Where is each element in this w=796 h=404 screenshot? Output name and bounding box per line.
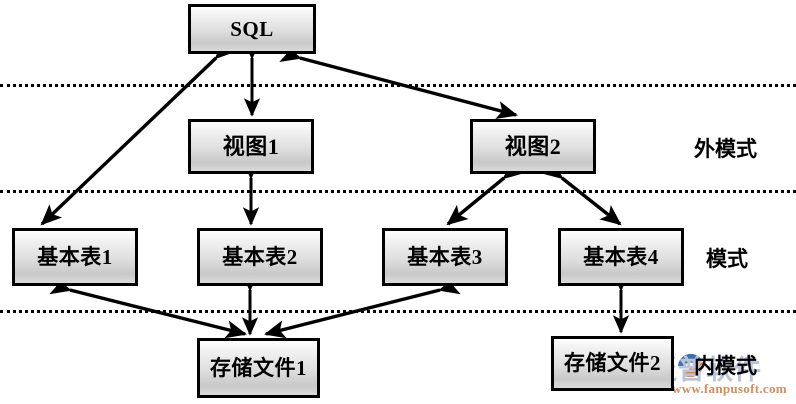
node-base-table4[interactable]: 基本表4 xyxy=(558,228,684,286)
node-storage-file2-label: 存储文件2 xyxy=(564,351,661,375)
watermark-url: www.fanpusoft.com xyxy=(672,381,787,396)
layer-label-external-schema: 外模式 xyxy=(694,137,757,161)
node-view2-label: 视图2 xyxy=(504,133,562,159)
node-base-table1-label: 基本表1 xyxy=(37,244,113,269)
node-base-table3-label: 基本表3 xyxy=(407,244,483,269)
node-base-table2[interactable]: 基本表2 xyxy=(197,228,323,286)
node-base-table4-label: 基本表4 xyxy=(583,244,659,269)
edge-view2-table4 xyxy=(541,158,622,226)
node-base-table3[interactable]: 基本表3 xyxy=(382,228,508,286)
node-base-table1[interactable]: 基本表1 xyxy=(12,228,138,286)
node-storage-file1[interactable]: 存储文件1 xyxy=(197,338,320,398)
node-view1[interactable]: 视图1 xyxy=(188,119,314,174)
node-sql-label: SQL xyxy=(230,16,274,41)
layer-divider-external-bottom xyxy=(0,190,796,193)
node-storage-file1-label: 存储文件1 xyxy=(210,355,307,380)
node-view2[interactable]: 视图2 xyxy=(470,119,596,174)
layer-label-internal-schema: 内模式 xyxy=(694,354,757,378)
node-storage-file2[interactable]: 存储文件2 xyxy=(551,336,674,391)
layer-label-schema: 模式 xyxy=(706,247,748,271)
node-view1-label: 视图1 xyxy=(222,133,280,159)
layer-divider-internal-top xyxy=(0,310,796,313)
layer-divider-external-top xyxy=(0,84,796,87)
node-sql[interactable]: SQL xyxy=(188,4,316,54)
node-base-table2-label: 基本表2 xyxy=(222,244,298,269)
edge-view2-table3 xyxy=(446,158,525,226)
